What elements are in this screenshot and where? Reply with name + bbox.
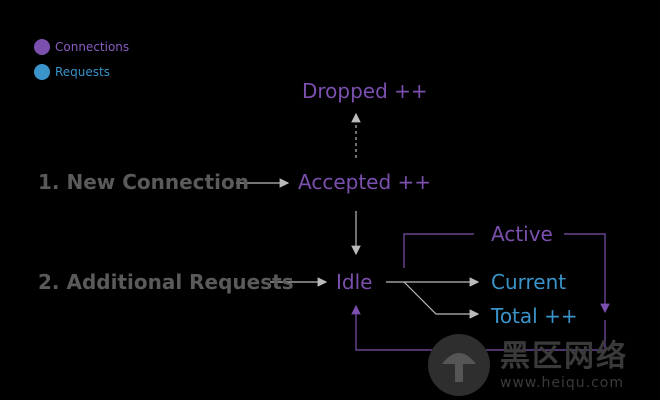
legend-requests-swatch [34,64,50,80]
active-bracket-left [403,233,474,268]
active-bracket-right [564,233,610,314]
legend-requests-label: Requests [55,65,110,79]
legend-connections-label: Connections [55,40,130,54]
mushroom-icon [442,353,476,382]
watermark-title: 黑区网络 [500,339,628,374]
node-idle: Idle [336,270,373,294]
node-total: Total ++ [491,304,578,328]
node-current: Current [491,270,567,294]
legend-connections-swatch [34,39,50,55]
step-new-connection: 1. New Connection [38,170,249,194]
node-active: Active [491,222,553,246]
watermark-logo [428,334,490,396]
node-dropped: Dropped ++ [302,79,428,103]
step-additional-requests: 2. Additional Requests [38,270,294,294]
watermark-url: www.heiqu.com [500,375,625,391]
node-accepted: Accepted ++ [298,170,432,194]
arrow-idle-to-total [403,281,480,319]
